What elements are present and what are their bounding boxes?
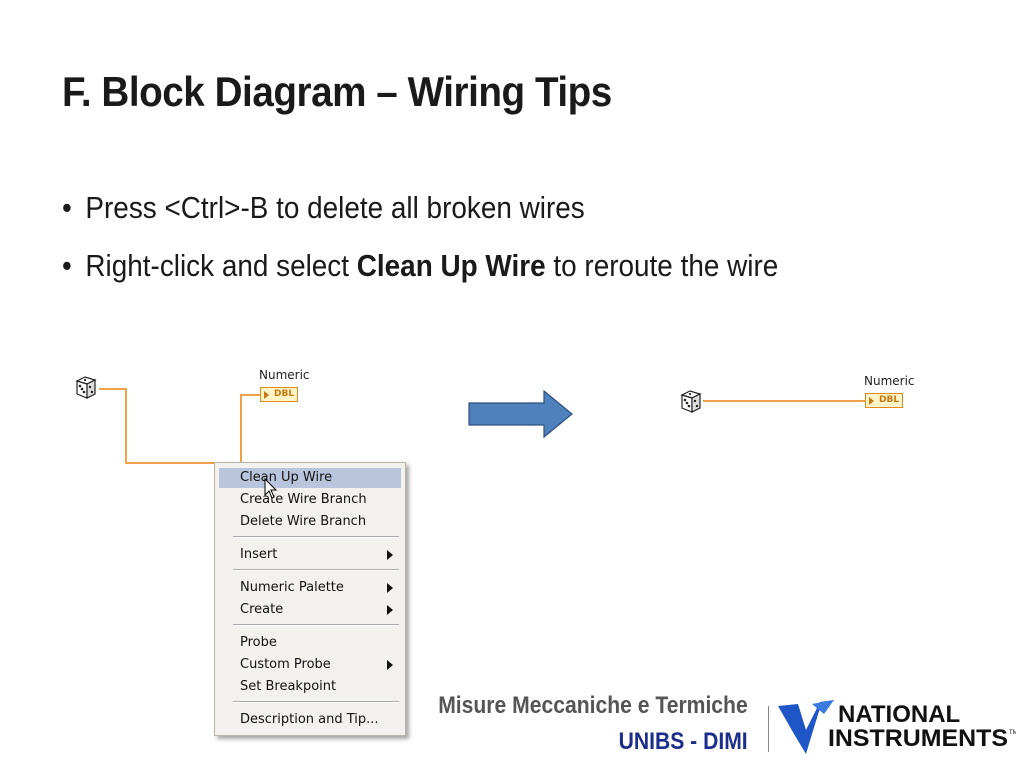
menu-item-label: Numeric Palette [240,580,344,595]
right-arrow-icon [468,390,573,438]
bullet-marker: • [62,248,72,283]
bullet-list: • Press <Ctrl>-B to delete all broken wir… [62,190,858,306]
bullet-item: • Right-click and select Clean Up Wire to… [62,248,778,306]
menu-separator [233,624,399,626]
menu-item-label: Clean Up Wire [240,470,333,485]
submenu-arrow-icon [387,660,393,670]
menu-item-label: Probe [240,635,277,650]
numeric-indicator[interactable]: DBL [260,387,298,402]
submenu-arrow-icon [387,583,393,593]
menu-item-insert[interactable]: Insert [219,545,401,565]
footer-course: Misure Meccaniche e Termiche [438,692,748,719]
logo-line1: NATIONAL [838,701,960,728]
menu-item-label: Create [240,602,284,617]
logo-line2: INSTRUMENTS [828,725,1008,752]
wire-segment[interactable] [703,400,867,402]
context-menu: Clean Up Wire Create Wire Branch Delete … [214,462,406,736]
numeric-indicator[interactable]: DBL [865,393,903,408]
bullet-text: Press <Ctrl>-B to delete all broken wire… [85,190,585,225]
submenu-arrow-icon [387,550,393,560]
numeric-label: Numeric [864,374,915,388]
menu-item-delete-wire-branch[interactable]: Delete Wire Branch [219,512,401,532]
indicator-type: DBL [274,389,295,399]
menu-separator [233,536,399,538]
menu-item-clean-up-wire[interactable]: Clean Up Wire [219,468,401,488]
menu-item-create-wire-branch[interactable]: Create Wire Branch [219,490,401,510]
menu-item-label: Insert [240,547,278,562]
dice-icon[interactable] [74,374,98,400]
menu-separator [233,701,399,703]
menu-item-numeric-palette[interactable]: Numeric Palette [219,578,401,598]
logo-tm: TM [1009,730,1016,736]
menu-item-label: Set Breakpoint [240,679,337,694]
wire-segment[interactable] [240,394,242,464]
bullet-bold-text: Clean Up Wire [356,248,546,283]
footer-institution: UNIBS - DIMI [618,728,748,755]
menu-item-label: Delete Wire Branch [240,514,367,529]
menu-item-custom-probe[interactable]: Custom Probe [219,655,401,675]
wire-segment[interactable] [240,394,262,396]
menu-item-label: Custom Probe [240,657,331,672]
menu-item-set-breakpoint[interactable]: Set Breakpoint [219,677,401,697]
footer-divider [768,706,769,752]
wire-segment[interactable] [99,388,126,390]
menu-separator [233,569,399,571]
submenu-arrow-icon [387,605,393,615]
dice-icon[interactable] [679,388,703,414]
wire-segment[interactable] [125,388,127,464]
indicator-arrow-icon [869,397,874,405]
numeric-label: Numeric [259,368,310,382]
menu-item-label: Create Wire Branch [240,492,367,507]
mouse-pointer-icon [264,478,278,499]
bullet-text-tail: to reroute the wire [545,248,779,283]
slide-title: F. Block Diagram – Wiring Tips [62,68,612,115]
indicator-type: DBL [879,395,900,405]
wire-segment[interactable] [125,462,242,464]
ni-eagle-icon [778,700,834,754]
bullet-text: Right-click and select [85,248,357,283]
menu-item-create[interactable]: Create [219,600,401,620]
indicator-arrow-icon [264,391,269,399]
national-instruments-logo: NATIONAL INSTRUMENTS TM [778,700,1016,754]
bullet-item: • Press <Ctrl>-B to delete all broken wir… [62,190,778,248]
bullet-marker: • [62,190,72,225]
menu-item-label: Description and Tip... [240,712,379,727]
menu-item-description-and-tip[interactable]: Description and Tip... [219,710,401,730]
menu-item-probe[interactable]: Probe [219,633,401,653]
